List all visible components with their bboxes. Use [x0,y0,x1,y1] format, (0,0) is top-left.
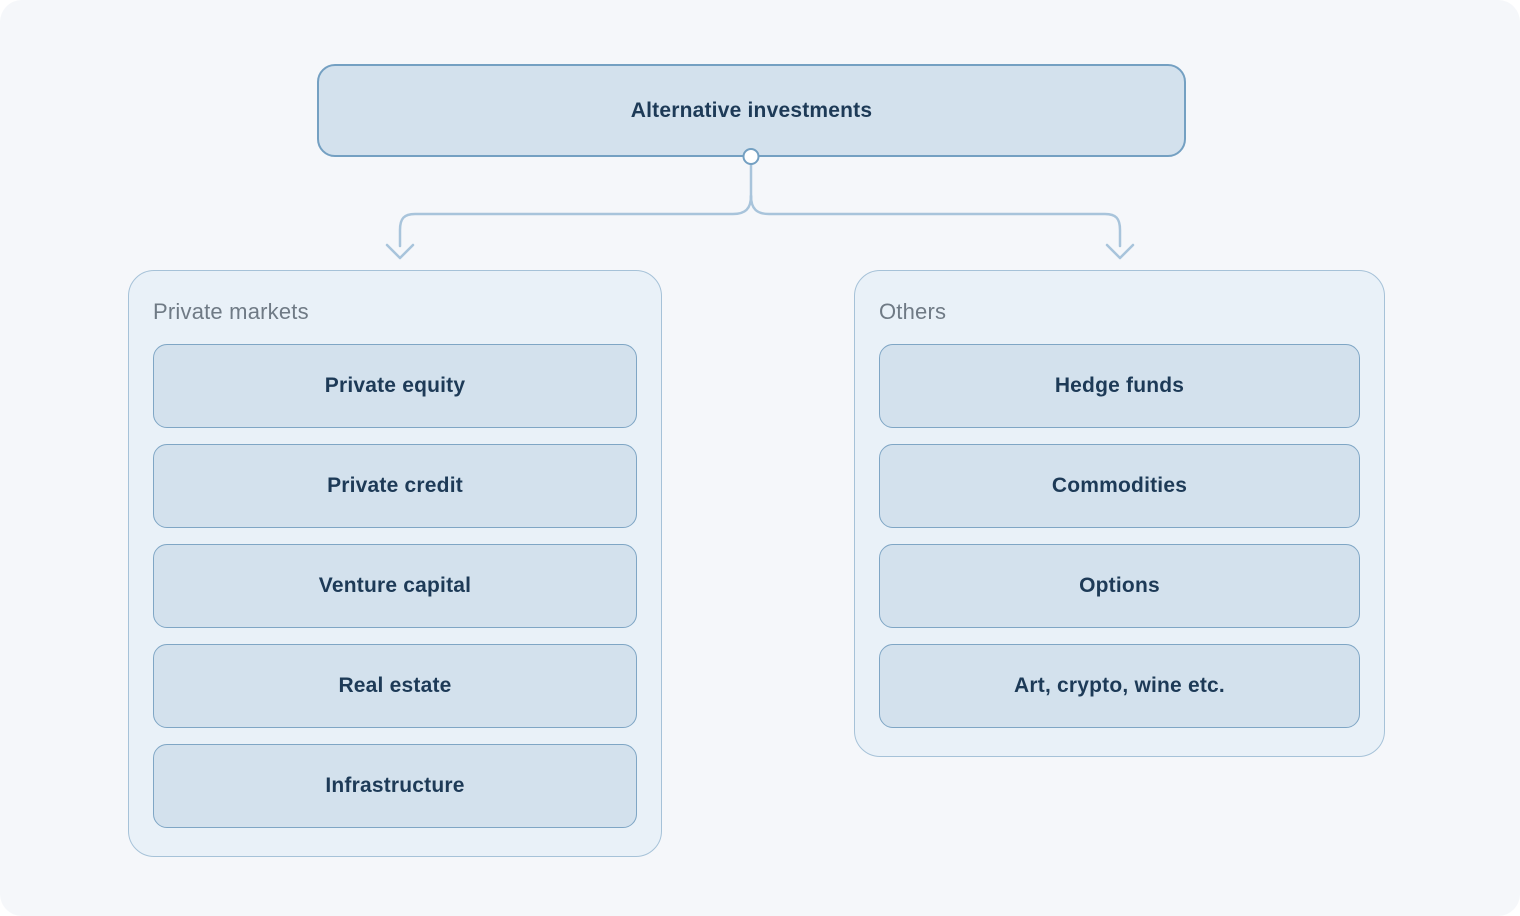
arrow-down-left-icon [385,243,415,260]
node-label: Hedge funds [1054,374,1185,397]
node-venture-capital: Venture capital [153,544,637,628]
node-label: Commodities [1051,474,1188,497]
node-label: Private credit [327,474,463,497]
arrow-down-right-icon [1105,243,1135,260]
node-private-credit: Private credit [153,444,637,528]
node-hedge-funds: Hedge funds [879,344,1360,428]
node-label: Real estate [338,674,452,697]
node-options: Options [879,544,1360,628]
node-label: Alternative investments [630,98,873,122]
node-label: Art, crypto, wine etc. [1014,674,1225,697]
node-label: Venture capital [318,574,472,597]
node-label: Infrastructure [325,774,465,797]
connector-branch-right [749,194,1122,248]
node-art-crypto-wine: Art, crypto, wine etc. [879,644,1360,728]
node-alternative-investments: Alternative investments [317,64,1186,157]
node-private-equity: Private equity [153,344,637,428]
node-label: Options [1079,574,1160,597]
node-infrastructure: Infrastructure [153,744,637,828]
group-title-others: Others [879,299,947,324]
connector-branch-left [398,194,753,248]
node-label: Private equity [324,374,466,397]
group-private-markets: Private markets Private equity Private c… [128,270,662,857]
group-others: Others Hedge funds Commodities Options A… [854,270,1385,757]
node-real-estate: Real estate [153,644,637,728]
node-commodities: Commodities [879,444,1360,528]
group-title-private-markets: Private markets [153,299,309,324]
